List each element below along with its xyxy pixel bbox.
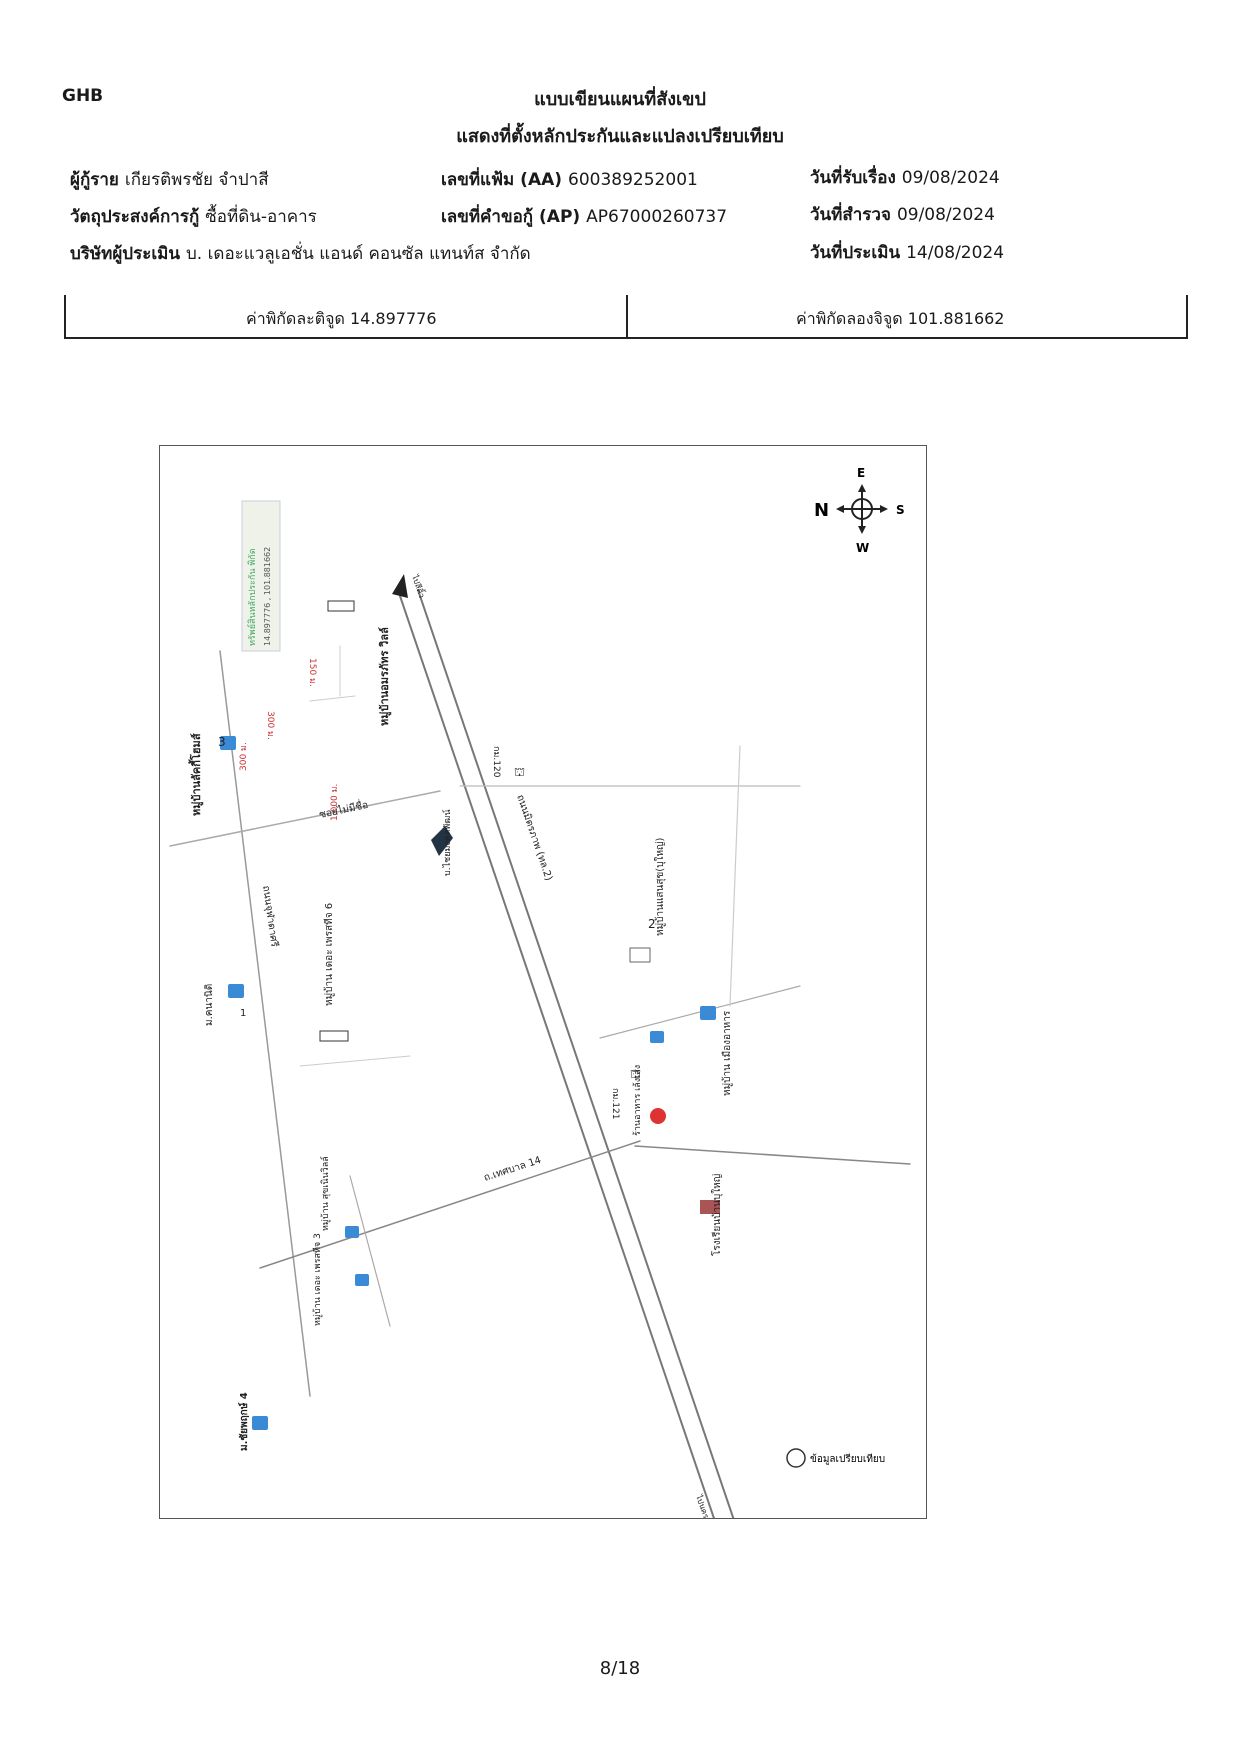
road-east	[634, 1145, 911, 1165]
house-icon-prestige3	[355, 1274, 369, 1286]
school-icon	[700, 1200, 720, 1214]
compass-rose: E N S W	[814, 466, 905, 555]
prestige6-gate-icon	[319, 1030, 349, 1042]
label-baan2: 2	[648, 917, 656, 931]
purpose-field: วัตถุประสงค์การกู้ซื้อที่ดิน-อาคาร	[70, 207, 317, 227]
borrower-field: ผู้กู้รายเกียรติพรชัย จำปาสี	[70, 170, 269, 190]
highway-edge-left	[399, 595, 721, 1537]
landmarks: ⛫ ⛫	[319, 600, 720, 1214]
label-soi: ซอยไม่มีชื่อ	[318, 797, 369, 821]
compass-n-label: N	[814, 500, 829, 521]
latitude-cell: ค่าพิกัดละติจูด 14.897776	[246, 309, 437, 328]
lake-icon	[431, 826, 453, 856]
compass-e-label: E	[857, 466, 865, 480]
label-km121: กม.121	[610, 1088, 620, 1119]
brand-logo-text: GHB	[62, 86, 104, 106]
house-cluster-2-icon	[629, 947, 651, 963]
purpose-value: ซื้อที่ดิน-อาคาร	[205, 207, 317, 227]
longitude-cell: ค่าพิกัดลองจิจูด 101.881662	[796, 309, 1005, 328]
arrow-north	[392, 574, 408, 598]
label-hwy2: ถนนมิตรภาพ (ทล.2)	[514, 793, 554, 882]
label-baan3: 3	[218, 735, 226, 749]
house-icon-mueang	[700, 1006, 716, 1020]
label-prestige3: หมู่บ้าน เดอะ เพรสทีจ 3	[312, 1233, 323, 1326]
road-chuen	[219, 650, 311, 1397]
label-prachathip: บ.ไชยมงคลพัฒน์	[441, 809, 453, 876]
collateral-label: ทรัพย์สินหลักประกัน พิกัด	[246, 548, 258, 646]
km121-marker-icon: ⛫	[630, 1067, 641, 1081]
legend-label: ข้อมูลเปรียบเทียบ	[810, 1453, 885, 1465]
appraisal-date-value: 14/08/2024	[906, 243, 1005, 263]
doc-title: แบบเขียนแผนที่สังเขป	[534, 89, 706, 110]
road-prestige6	[299, 1055, 411, 1067]
latitude-value: 14.897776	[349, 309, 437, 328]
appraiser-field: บริษัทผู้ประเมินบ. เดอะแวลูเอชั่น แอนด์ …	[70, 244, 531, 264]
app-no-value: AP67000260737	[586, 207, 728, 227]
label-prestige6: หมู่บ้าน เดอะ เพรสทีจ 6	[323, 903, 335, 1006]
label-lucky-home: หมู่บ้านลัคกี้โฮมส์	[188, 733, 204, 816]
map-canvas: ทรัพย์สินหลักประกัน พิกัด 14.897776 , 10…	[169, 466, 911, 1564]
borrower-value: เกียรติพรชัย จำปาสี	[124, 170, 269, 190]
label-dist-1000: 1,000 ม.	[330, 784, 340, 821]
label-baan1: 1	[240, 1008, 246, 1019]
longitude-value: 101.881662	[907, 309, 1005, 328]
received-date-value: 09/08/2024	[901, 168, 1000, 188]
label-school: โรงเรียนบ้านบุใหญ่	[710, 1174, 723, 1256]
appraiser-value: บ. เดอะแวลูเอชั่น แอนด์ คอนซัล แทนท์ส จำ…	[186, 244, 531, 264]
label-dist-150: 150 ม.	[307, 658, 317, 687]
road-thesaban14	[259, 1140, 641, 1269]
road-songnern	[349, 1175, 391, 1327]
house-icon-lucky	[220, 736, 236, 750]
road-saensuk	[729, 745, 741, 1007]
road-amorn-lane	[309, 695, 356, 702]
label-amorn: หมู่บ้านอมรภัทร วิลล์	[378, 627, 392, 726]
label-to-north: ไปสีคิ้ว	[410, 572, 428, 599]
collateral-coords-label: 14.897776 , 101.881662	[263, 547, 272, 646]
collateral-box: ทรัพย์สินหลักประกัน พิกัด 14.897776 , 10…	[241, 500, 281, 652]
label-songnern: หมู่บ้าน สุขเนินวิลล์	[319, 1156, 331, 1231]
compass-s-label: S	[896, 503, 905, 517]
house-icon-mueang2	[650, 1031, 664, 1043]
roads	[169, 589, 911, 1537]
label-road-chuen: ถนนจุฬาดาศรี	[260, 885, 281, 949]
app-no-field: เลขที่คำขอกู้ (AP)AP67000260737	[441, 207, 728, 227]
amorn-gate-icon	[327, 600, 355, 612]
legend-circle-icon	[786, 1448, 806, 1468]
label-thesaban14: ถ.เทศบาล 14	[483, 1155, 543, 1184]
file-no-value: 600389252001	[568, 170, 698, 190]
label-chaiyapruek4: ม.ชัยพฤกษ์ 4	[238, 1392, 250, 1451]
km120-marker-icon: ⛫	[514, 765, 525, 779]
survey-date-value: 09/08/2024	[896, 205, 995, 225]
label-km120: กม.120	[491, 746, 501, 778]
village-markers	[220, 736, 716, 1430]
location-map: ทรัพย์สินหลักประกัน พิกัด 14.897776 , 10…	[159, 445, 927, 1564]
label-dist-300b: 300 ม.	[239, 742, 249, 771]
coordinates-divider	[626, 295, 628, 337]
house-icon-songnern	[345, 1226, 359, 1238]
label-dist-300a: 300 ม.	[265, 711, 275, 740]
road-soi	[169, 790, 441, 847]
page-number: 8/18	[599, 1658, 641, 1679]
restaurant-icon	[650, 1108, 666, 1124]
file-no-field: เลขที่แฟ้ม (AA)600389252001	[441, 170, 698, 190]
house-icon-chaiyapruek	[252, 1416, 268, 1430]
house-icon-kasanti	[228, 984, 244, 998]
label-saensuk: หมู่บ้านแสนสุข(บุใหญ่)	[654, 837, 666, 936]
label-restaurant: ร้านอาหาร เล้งเส่ง	[632, 1065, 643, 1136]
map-legend: ข้อมูลเปรียบเทียบ	[786, 1448, 885, 1468]
compass-w-label: W	[856, 541, 869, 555]
doc-subtitle: แสดงที่ตั้งหลักประกันและแปลงเปรียบเทียบ	[456, 126, 784, 147]
label-kasanti: ม.คนานิติ	[204, 984, 215, 1026]
coordinates-box: ค่าพิกัดละติจูด 14.897776 ค่าพิกัดลองจิจ…	[64, 295, 1188, 339]
label-mueang-ahan: หมู่บ้าน เมืองอาหาร	[721, 1010, 733, 1096]
highway-edge-right	[417, 589, 739, 1533]
